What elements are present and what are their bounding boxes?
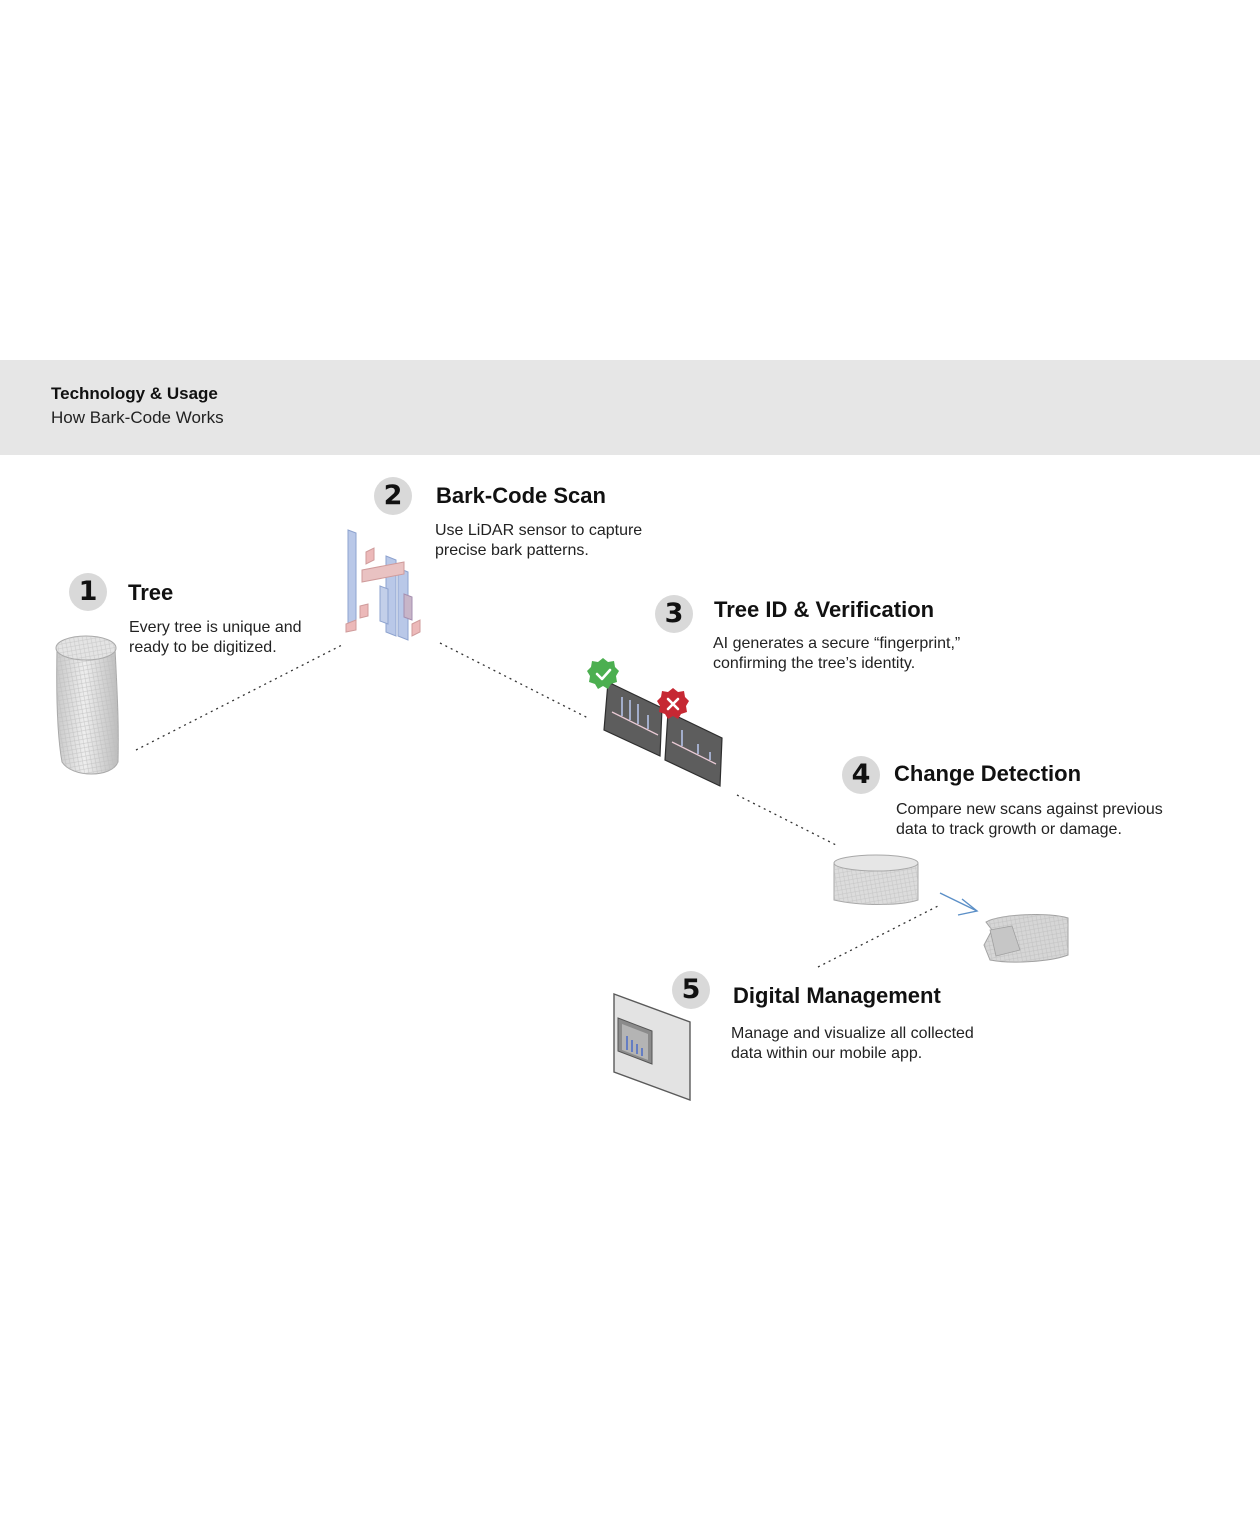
step-1-badge: 1 xyxy=(69,573,107,611)
change-detection-illustration xyxy=(833,854,1069,963)
lidar-scan-illustration xyxy=(345,529,421,641)
step-2-desc-line: precise bark patterns. xyxy=(435,542,589,559)
step-3-desc-line: AI generates a secure “fingerprint,” xyxy=(713,635,961,652)
step-2-badge: 2 xyxy=(374,477,412,515)
header-band xyxy=(0,360,1260,455)
step-3-description: AI generates a secure “fingerprint,” con… xyxy=(713,634,960,674)
page-title: Technology & Usage xyxy=(51,384,218,403)
step-4-desc-line: data to track growth or damage. xyxy=(896,821,1122,838)
cross-badge-icon xyxy=(657,688,689,719)
connector-2-3 xyxy=(439,642,589,719)
step-2-title: Bark-Code Scan xyxy=(436,483,606,508)
step-5-desc-line: data within our mobile app. xyxy=(731,1045,923,1062)
step-3-title: Tree ID & Verification xyxy=(714,597,935,622)
step-1-desc-line: ready to be digitized. xyxy=(129,639,277,656)
mobile-app-illustration xyxy=(613,992,691,1102)
connector-lines xyxy=(135,642,939,968)
step-5-title: Digital Management xyxy=(733,983,941,1008)
connector-1-2 xyxy=(135,644,343,751)
step-1-description: Every tree is unique and ready to be dig… xyxy=(129,618,302,658)
verification-panels-illustration xyxy=(603,681,723,787)
step-4-title: Change Detection xyxy=(894,761,1082,786)
step-2-desc-line: Use LiDAR sensor to capture xyxy=(435,522,643,539)
step-3-desc-line: confirming the tree’s identity. xyxy=(713,655,916,672)
step-4-badge: 4 xyxy=(842,756,880,794)
check-badge-icon xyxy=(587,658,619,689)
step-1-desc-line: Every tree is unique and xyxy=(129,619,302,636)
step-1-title: Tree xyxy=(128,580,174,605)
page-subtitle: How Bark-Code Works xyxy=(51,408,224,427)
step-5-badge: 5 xyxy=(672,971,710,1009)
step-4-desc-line: Compare new scans against previous xyxy=(896,801,1163,818)
step-5-description: Manage and visualize all collected data … xyxy=(731,1024,974,1064)
connector-3-4 xyxy=(736,794,839,847)
step-5-desc-line: Manage and visualize all collected xyxy=(731,1025,974,1042)
step-3-badge: 3 xyxy=(655,595,693,633)
step-2-description: Use LiDAR sensor to capture precise bark… xyxy=(435,521,642,561)
connector-4-5 xyxy=(817,905,939,968)
step-4-description: Compare new scans against previous data … xyxy=(896,800,1163,840)
change-arrow-icon xyxy=(939,892,979,916)
tree-trunk-illustration xyxy=(55,635,119,775)
